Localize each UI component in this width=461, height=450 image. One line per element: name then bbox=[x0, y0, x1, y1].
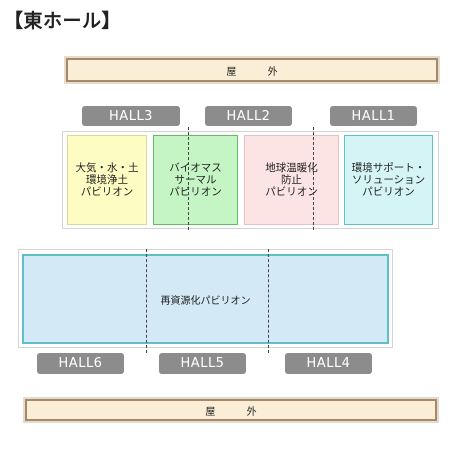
booth-air-water-soil[interactable]: 大気・水・土 環境浄土 パビリオン bbox=[67, 135, 147, 225]
page-title: 【東ホール】 bbox=[4, 10, 122, 32]
outside-area-top: 屋 外 bbox=[66, 58, 438, 82]
hall-divider-3-2 bbox=[188, 127, 189, 230]
hall-divider-2-1 bbox=[313, 127, 314, 230]
booth-global-warming-label: 地球温暖化 防止 パビリオン bbox=[265, 162, 318, 198]
hall1-label: HALL1 bbox=[330, 106, 417, 126]
booth-biomass-thermal-label: バイオマス サーマル パビリオン bbox=[169, 162, 222, 198]
booth-recycling-label: 再資源化パビリオン bbox=[160, 295, 251, 307]
hall4-label: HALL4 bbox=[285, 353, 372, 374]
booth-recycling[interactable]: 再資源化パビリオン bbox=[22, 254, 389, 344]
hall5-label: HALL5 bbox=[159, 353, 246, 374]
hall6-label: HALL6 bbox=[37, 353, 124, 374]
hall2-label: HALL2 bbox=[205, 106, 292, 126]
booth-biomass-thermal[interactable]: バイオマス サーマル パビリオン bbox=[153, 135, 238, 225]
hall-divider-5-4 bbox=[268, 249, 269, 353]
booth-air-water-soil-label: 大気・水・土 環境浄土 パビリオン bbox=[75, 162, 139, 198]
booth-environment-support[interactable]: 環境サポート・ ソリューション パビリオン bbox=[344, 135, 433, 225]
booth-environment-support-label: 環境サポート・ ソリューション パビリオン bbox=[351, 162, 426, 198]
outside-area-bottom: 屋 外 bbox=[25, 399, 437, 421]
hall3-label: HALL3 bbox=[82, 106, 180, 126]
booth-global-warming[interactable]: 地球温暖化 防止 パビリオン bbox=[244, 135, 339, 225]
hall-divider-6-5 bbox=[146, 249, 147, 353]
